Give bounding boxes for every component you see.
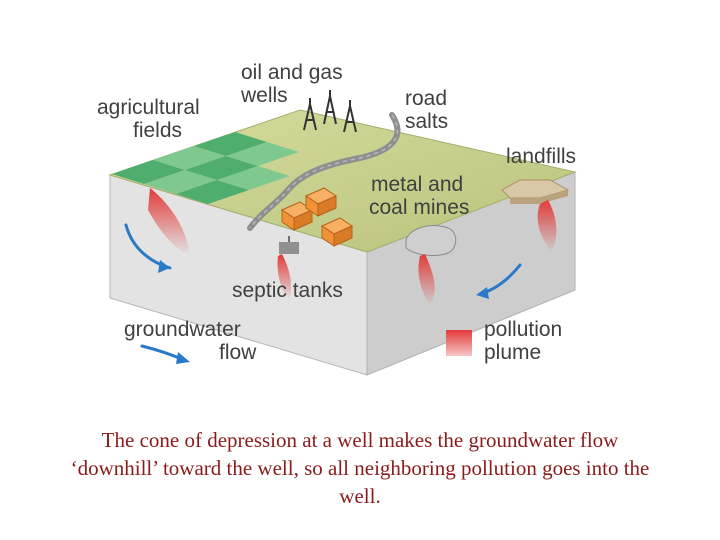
- caption: The cone of depression at a well makes t…: [70, 428, 650, 508]
- septic-tank: [279, 236, 299, 254]
- oil-gas-well-derricks: [303, 90, 357, 133]
- label-groundwater-flow: groundwater flow: [124, 318, 257, 364]
- plume-agricultural: [148, 188, 190, 255]
- label-septic-tanks: septic tanks: [232, 279, 343, 302]
- mine-buildings: [280, 187, 354, 247]
- label-pollution-plume: pollution plume: [484, 318, 563, 364]
- plume-mines: [418, 254, 435, 305]
- mine-rock-pile: [405, 225, 457, 256]
- groundwater-pollution-diagram: [108, 90, 577, 376]
- label-agricultural-fields: agricultural fields: [97, 96, 200, 142]
- label-landfills: landfills: [506, 145, 577, 168]
- plume-septic: [277, 254, 292, 300]
- groundwater-flow-arrows: [124, 223, 522, 299]
- landfill-mound: [501, 179, 570, 204]
- pollution-plumes: [148, 188, 557, 305]
- legend-flow-arrow-icon: [140, 344, 190, 364]
- label-metal-coal-mines: metal and coal mines: [369, 173, 470, 219]
- agricultural-field-plots: [112, 132, 299, 204]
- label-road-salts: road salts: [405, 87, 449, 133]
- plume-landfill: [537, 200, 557, 252]
- legend-plume-swatch: [446, 330, 472, 356]
- label-oil-gas-wells: oil and gas wells: [241, 61, 343, 107]
